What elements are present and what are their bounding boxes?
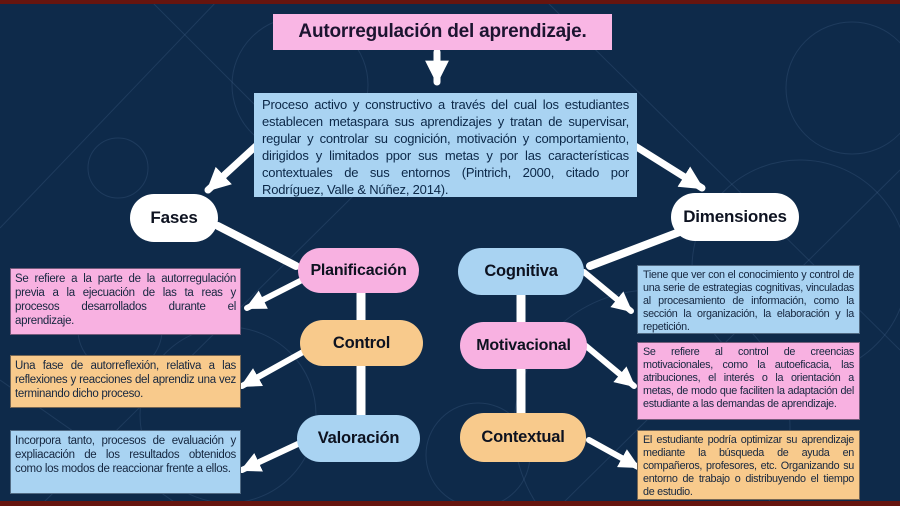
definition-box: Proceso activo y constructivo a través d… <box>254 93 637 197</box>
page-title: Autorregulación del aprendizaje. <box>273 14 612 50</box>
node-planificacion: Planificación <box>298 248 419 293</box>
node-dimensiones: Dimensiones <box>671 193 799 241</box>
node-fases: Fases <box>130 194 218 242</box>
node-cognitiva: Cognitiva <box>458 248 584 295</box>
description-valoracion: Incorpora tanto, procesos de evaluación … <box>10 430 241 494</box>
node-contextual: Contextual <box>460 413 586 462</box>
node-valoracion: Valoración <box>297 415 420 462</box>
description-planificacion: Se refiere a la parte de la autorregulac… <box>10 268 241 335</box>
top-accent-strip <box>0 0 900 4</box>
description-cognitiva: Tiene que ver con el conocimiento y cont… <box>637 265 860 334</box>
node-control: Control <box>300 320 423 366</box>
description-contextual: El estudiante podría optimizar su aprend… <box>637 430 860 500</box>
node-motivacional: Motivacional <box>460 322 587 369</box>
bottom-accent-strip <box>0 501 900 506</box>
description-motivacional: Se refiere al control de creencias motiv… <box>637 342 860 420</box>
description-control: Una fase de autorreflexión, relativa a l… <box>10 355 241 408</box>
